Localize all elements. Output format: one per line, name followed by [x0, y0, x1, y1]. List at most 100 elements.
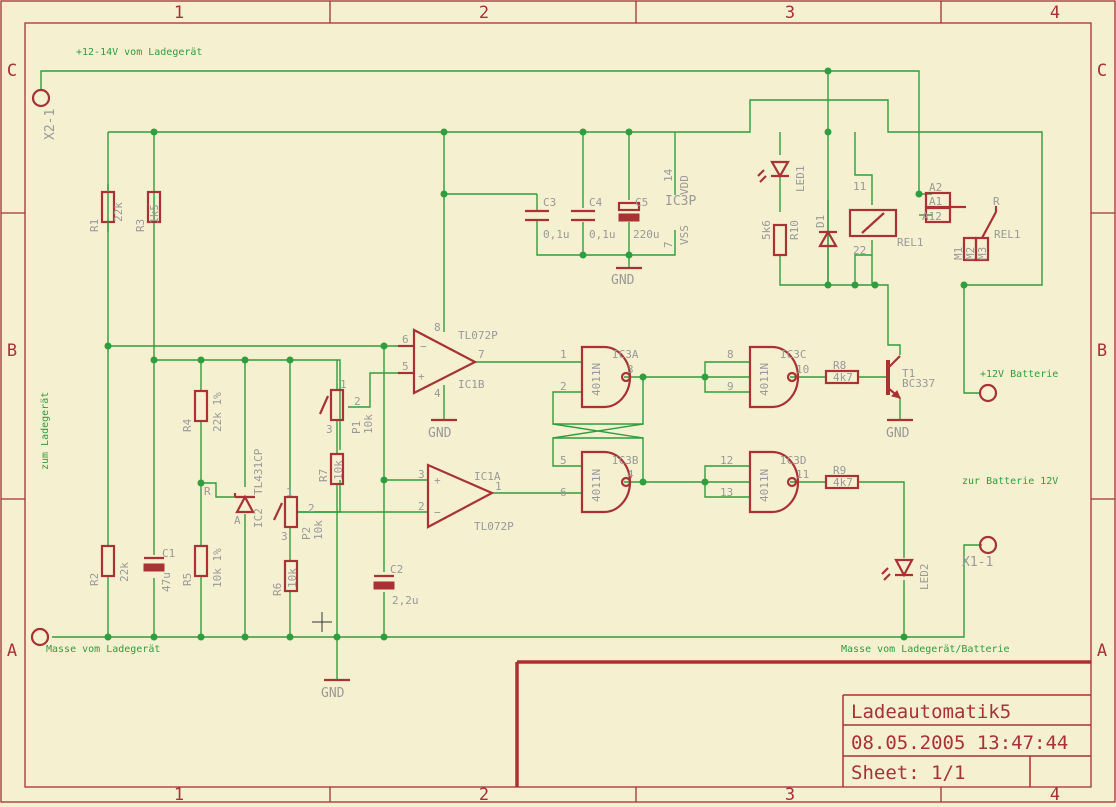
- col-label-4-bottom: 4: [1050, 785, 1060, 803]
- svg-text:TL072P: TL072P: [474, 520, 514, 533]
- col-label-2-top: 2: [479, 3, 489, 23]
- svg-text:8: 8: [727, 348, 734, 361]
- drawing-date: 08.05.2005 13:47:44: [851, 732, 1068, 754]
- potentiometer-p2[interactable]: 2 1 3 P2 10k: [273, 486, 325, 543]
- svg-text:4: 4: [434, 387, 441, 400]
- svg-text:2: 2: [354, 395, 361, 408]
- nand-gate-ic3d[interactable]: 12 13 11 IC3D 4011N: [720, 450, 809, 514]
- svg-text:R1: R1: [88, 219, 101, 232]
- svg-text:REL1: REL1: [994, 228, 1021, 241]
- svg-text:−: −: [434, 506, 441, 519]
- svg-text:12: 12: [720, 454, 733, 467]
- svg-text:M2: M2: [964, 247, 977, 260]
- svg-text:IC3B: IC3B: [612, 454, 639, 467]
- svg-text:R6: R6: [271, 583, 284, 596]
- svg-text:3: 3: [326, 423, 333, 436]
- svg-text:2: 2: [560, 380, 567, 393]
- opamp-ic1a[interactable]: + − 3 2 1 IC1A TL072P: [418, 463, 514, 533]
- net-label-bottom-left: Masse vom Ladegerät: [46, 644, 160, 655]
- resistor-r4[interactable]: R4 22k 1%: [181, 389, 224, 432]
- potentiometer-p1[interactable]: 2 1 3 P1 10k: [318, 378, 375, 436]
- svg-text:−: −: [420, 340, 427, 353]
- svg-text:REL1: REL1: [897, 236, 924, 249]
- svg-text:3: 3: [418, 468, 425, 481]
- net-label-batt12: +12V Batterie: [980, 369, 1058, 380]
- svg-text:4k7: 4k7: [833, 476, 853, 489]
- cursor-crosshair-icon: [312, 612, 332, 632]
- connector-x2[interactable]: X2-1: [31, 88, 58, 140]
- shunt-regulator-ic2[interactable]: R A IC2 TL431CP: [204, 448, 265, 528]
- svg-text:R8: R8: [833, 359, 846, 372]
- svg-text:A: A: [234, 514, 241, 527]
- svg-text:C3: C3: [543, 196, 556, 209]
- nand-gate-ic3b[interactable]: 5 6 4 IC3B 4011N: [560, 450, 639, 514]
- svg-text:7: 7: [662, 241, 675, 248]
- opamp-ic1b[interactable]: − + 6 5 7 8 4 TL072P IC1B: [398, 321, 498, 400]
- svg-text:A1: A1: [929, 195, 942, 208]
- svg-text:1: 1: [495, 480, 502, 493]
- svg-text:22k: 22k: [118, 562, 131, 582]
- svg-text:22k 1%: 22k 1%: [211, 392, 224, 432]
- svg-text:1: 1: [340, 378, 347, 391]
- diode-d1[interactable]: D1: [814, 215, 838, 248]
- relay-rel1-coil[interactable]: 11 22 REL1: [848, 180, 924, 257]
- capacitor-c2[interactable]: C2 2,2u: [373, 563, 419, 607]
- resistor-r8[interactable]: R8 4k7: [824, 359, 860, 385]
- svg-text:+: +: [434, 474, 441, 487]
- svg-text:+: +: [418, 370, 425, 383]
- svg-text:GND: GND: [321, 686, 345, 701]
- svg-text:P2: P2: [300, 527, 313, 540]
- svg-text:IC3C: IC3C: [780, 348, 807, 361]
- nand-gate-ic3a[interactable]: 1 2 3 IC3A 4011N: [560, 345, 639, 409]
- resistor-r7[interactable]: R7 10k: [317, 452, 345, 486]
- svg-text:47u: 47u: [160, 572, 173, 592]
- resistor-r9[interactable]: R9 4k7: [824, 464, 860, 490]
- svg-text:8: 8: [434, 321, 441, 334]
- led-led2[interactable]: LED2: [881, 558, 931, 590]
- capacitor-c5[interactable]: C5 220u: [617, 196, 660, 241]
- resistor-r6[interactable]: R6 10k: [271, 559, 299, 596]
- row-label-c-left: C: [7, 61, 17, 81]
- resistor-r3[interactable]: R3 1k5: [134, 190, 162, 232]
- capacitor-c3[interactable]: C3 0,1u: [525, 196, 570, 241]
- resistor-r1[interactable]: R1 22k: [88, 184, 125, 232]
- svg-text:4011N: 4011N: [590, 469, 603, 502]
- resistor-r5[interactable]: R5 10k 1%: [181, 544, 224, 588]
- svg-text:10k: 10k: [286, 568, 299, 588]
- svg-text:14: 14: [662, 168, 675, 182]
- svg-text:5: 5: [402, 360, 409, 373]
- connector-batt-plus[interactable]: [978, 383, 998, 403]
- svg-text:LED1: LED1: [794, 166, 807, 193]
- resistor-r2[interactable]: R2 22k: [88, 544, 131, 586]
- capacitor-c4[interactable]: C4 0,1u: [571, 196, 616, 241]
- svg-text:GND: GND: [428, 426, 452, 441]
- connector-ground-left[interactable]: [30, 627, 50, 647]
- resistor-r10[interactable]: 5k6 R10: [760, 220, 801, 257]
- svg-text:VDD: VDD: [678, 175, 691, 195]
- transistor-t1[interactable]: T1 BC337: [886, 355, 935, 399]
- row-label-c-right: C: [1097, 61, 1107, 81]
- relay-rel1-contact[interactable]: A2 A1 A12 R REL1 M1 M2 M3: [922, 181, 1021, 262]
- svg-text:11: 11: [853, 180, 866, 193]
- net-label-top: +12-14V vom Ladegerät: [76, 47, 202, 58]
- svg-text:2: 2: [418, 500, 425, 513]
- svg-text:4k7: 4k7: [833, 371, 853, 384]
- connector-x1[interactable]: X1-1: [962, 535, 998, 570]
- capacitor-c1[interactable]: C1 47u: [143, 547, 175, 592]
- svg-text:0,1u: 0,1u: [589, 228, 616, 241]
- svg-text:3: 3: [627, 363, 634, 376]
- ic3-power-pins[interactable]: IC3P 14 VDD 7 VSS: [662, 168, 696, 248]
- svg-text:R: R: [993, 195, 1000, 208]
- sheet-number: Sheet: 1/1: [851, 762, 965, 784]
- led-led1[interactable]: LED1: [757, 160, 807, 193]
- svg-text:BC337: BC337: [902, 377, 935, 390]
- nand-gate-ic3c[interactable]: 8 9 10 IC3C 4011N: [727, 345, 809, 409]
- net-label-bottom-right: Masse vom Ladegerät/Batterie: [841, 644, 1010, 655]
- svg-text:P1: P1: [350, 421, 363, 434]
- col-label-3-bottom: 3: [785, 785, 795, 803]
- svg-text:6: 6: [402, 333, 409, 346]
- svg-text:10k: 10k: [362, 414, 375, 434]
